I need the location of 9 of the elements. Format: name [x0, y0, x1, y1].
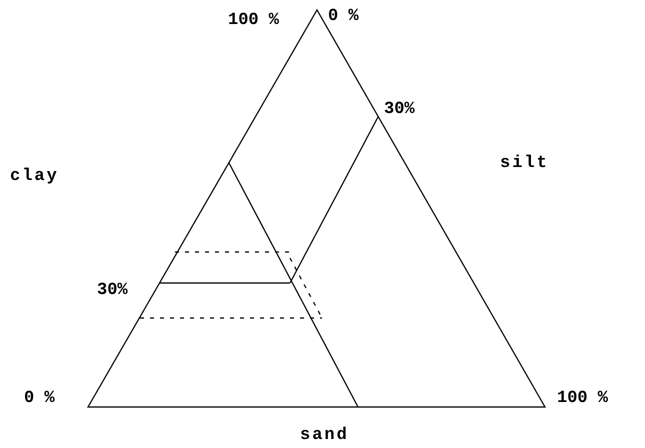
percent-label: 100 %	[557, 390, 608, 407]
percent-label: 30%	[97, 282, 128, 299]
percent-label: 30%	[384, 101, 415, 118]
percent-label: 100 %	[228, 12, 280, 29]
axis-label: clay	[10, 168, 59, 185]
percent-label: 0 %	[24, 390, 55, 407]
axis-label: sand	[300, 427, 349, 444]
percent-label: 0 %	[328, 8, 359, 25]
axis-label: silt	[500, 155, 549, 172]
